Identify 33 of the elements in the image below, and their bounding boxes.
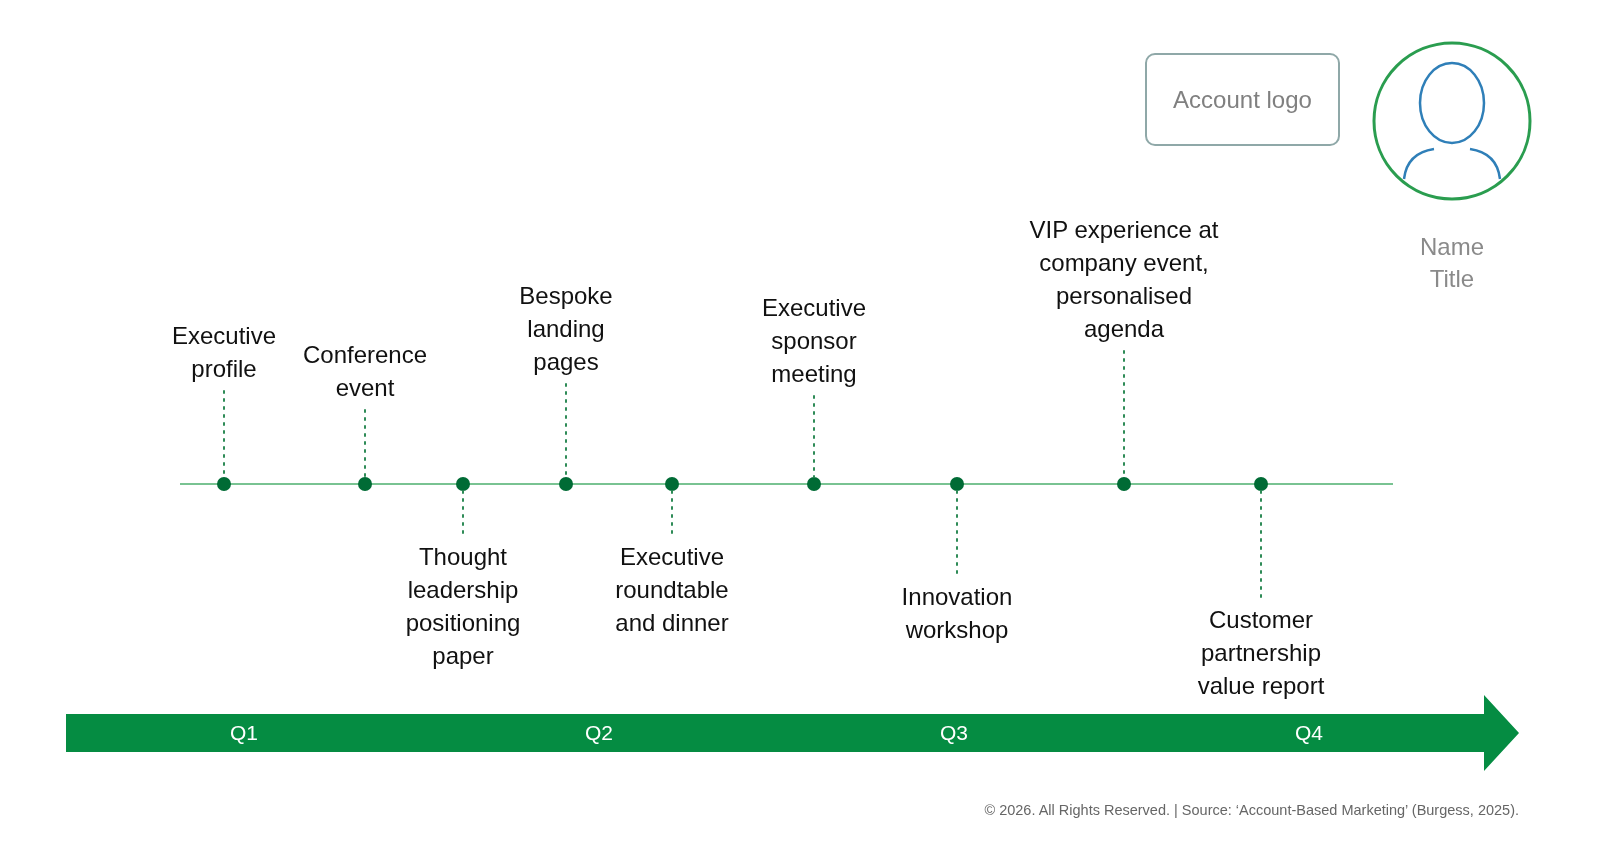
- milestone-dot: [456, 477, 470, 491]
- placeholder-text: Title: [1428, 264, 1476, 294]
- quarter-label: Q1: [229, 720, 259, 746]
- milestone-label: Bespoke landing pages: [511, 279, 621, 378]
- milestone-dot: [358, 477, 372, 491]
- leader-line: [1260, 490, 1262, 598]
- quarter-label: Q2: [584, 720, 614, 746]
- placeholder-text: Name: [1419, 232, 1485, 262]
- milestone-dot: [807, 477, 821, 491]
- milestone-dot: [217, 477, 231, 491]
- leader-line: [364, 409, 366, 478]
- leader-line: [462, 490, 464, 535]
- milestone-label: Executive profile: [164, 319, 284, 385]
- milestone-dot: [559, 477, 573, 491]
- quarter-label: Q4: [1294, 720, 1324, 746]
- milestone-label: Thought leadership positioning paper: [393, 540, 533, 672]
- footer-note: © 2026. All Rights Reserved. | Source: ‘Account-Based Marketing’ (Burgess, 2025).: [984, 802, 1519, 818]
- leader-line: [813, 395, 815, 478]
- milestone-dot: [1117, 477, 1131, 491]
- leader-line: [671, 490, 673, 535]
- milestone-label: Conference event: [295, 338, 435, 404]
- milestone-dot: [950, 477, 964, 491]
- quarter-label: Q3: [939, 720, 969, 746]
- leader-line: [956, 490, 958, 575]
- milestone-label: Customer partnership value report: [1186, 603, 1336, 702]
- leader-line: [565, 383, 567, 478]
- milestone-label: Innovation workshop: [887, 580, 1027, 646]
- milestone-label: Executive roundtable and dinner: [602, 540, 742, 639]
- milestone-label: VIP experience at company event, personalised agenda: [1021, 213, 1227, 345]
- placeholder-box: Account logo: [1145, 53, 1340, 146]
- milestone-label: Executive sponsor meeting: [754, 291, 874, 390]
- milestone-dot: [665, 477, 679, 491]
- milestone-dot: [1254, 477, 1268, 491]
